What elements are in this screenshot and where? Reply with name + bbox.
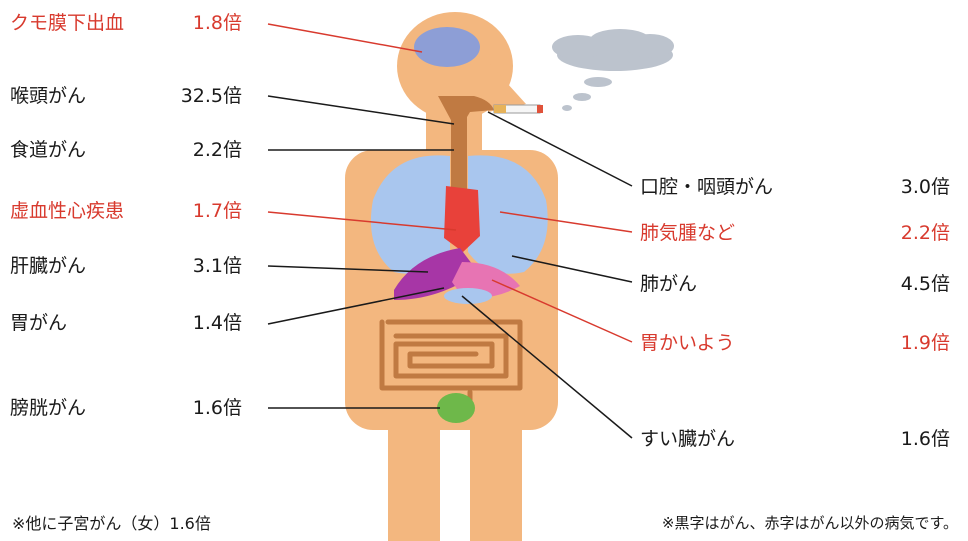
label-esophageal-cancer: 食道がん bbox=[10, 139, 86, 161]
label-subarachnoid-hemorrhage: クモ膜下出血 bbox=[10, 12, 124, 34]
label-stomach-cancer: 胃がん bbox=[10, 312, 67, 334]
label-lung-cancer: 肺がん bbox=[640, 273, 697, 295]
smoke-cloud bbox=[552, 29, 674, 111]
ratio-emphysema: 2.2倍 bbox=[870, 222, 950, 244]
footnote-uterine-cancer: ※他に子宮がん（女）1.6倍 bbox=[12, 510, 211, 534]
ratio-subarachnoid-hemorrhage: 1.8倍 bbox=[168, 12, 242, 34]
ratio-ischemic-heart-disease: 1.7倍 bbox=[168, 200, 242, 222]
label-liver-cancer: 肝臓がん bbox=[10, 255, 86, 277]
label-laryngeal-cancer: 喉頭がん bbox=[10, 85, 86, 107]
cigarette bbox=[494, 105, 543, 113]
label-pancreatic-cancer: すい臓がん bbox=[640, 428, 735, 450]
label-oral-pharyngeal-cancer: 口腔・咽頭がん bbox=[640, 176, 773, 198]
ratio-pancreatic-cancer: 1.6倍 bbox=[870, 428, 950, 450]
ratio-lung-cancer: 4.5倍 bbox=[870, 273, 950, 295]
ratio-laryngeal-cancer: 32.5倍 bbox=[148, 85, 242, 107]
ratio-oral-pharyngeal-cancer: 3.0倍 bbox=[870, 176, 950, 198]
label-gastric-ulcer: 胃かいよう bbox=[640, 332, 735, 354]
ratio-esophageal-cancer: 2.2倍 bbox=[168, 139, 242, 161]
bladder bbox=[437, 393, 475, 423]
ratio-bladder-cancer: 1.6倍 bbox=[168, 397, 242, 419]
label-emphysema: 肺気腫など bbox=[640, 222, 735, 244]
label-bladder-cancer: 膀胱がん bbox=[10, 397, 86, 419]
footnote-color-legend: ※黒字はがん、赤字はがん以外の病気です。 bbox=[662, 512, 958, 533]
ratio-stomach-cancer: 1.4倍 bbox=[168, 312, 242, 334]
label-ischemic-heart-disease: 虚血性心疾患 bbox=[10, 200, 124, 222]
ratio-gastric-ulcer: 1.9倍 bbox=[870, 332, 950, 354]
brain bbox=[414, 27, 480, 67]
ratio-liver-cancer: 3.1倍 bbox=[168, 255, 242, 277]
